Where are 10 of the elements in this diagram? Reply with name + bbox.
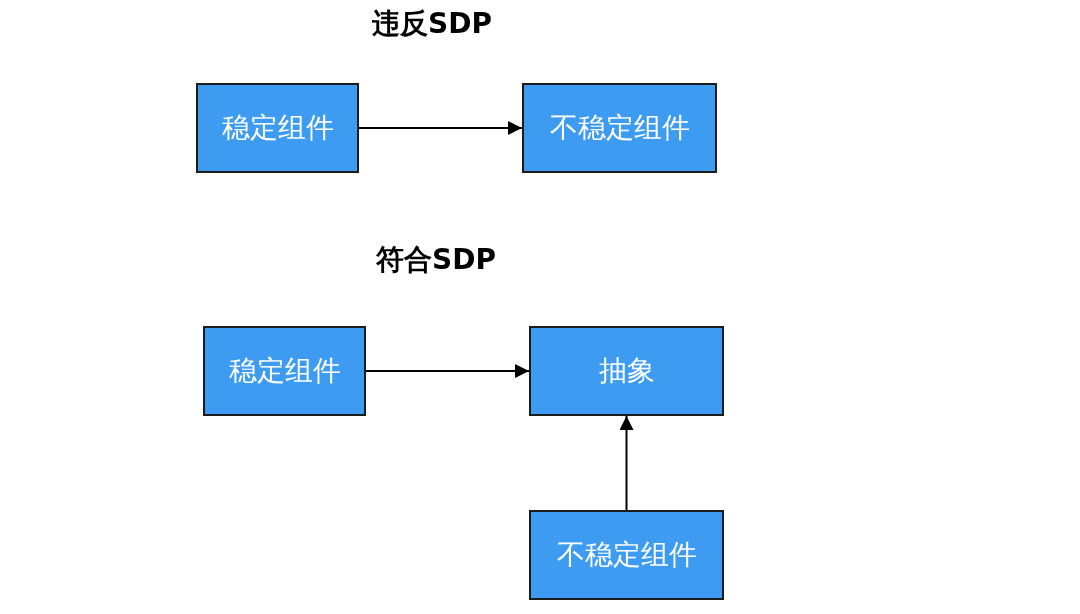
component-box: 稳定组件 [196,83,359,173]
component-box: 不稳定组件 [522,83,717,173]
component-box: 稳定组件 [203,326,366,416]
component-box: 抽象 [529,326,724,416]
arrow [358,121,523,135]
component-box: 不稳定组件 [529,510,724,600]
arrow [365,364,530,378]
section-heading: 符合SDP [376,242,496,278]
arrow [619,415,634,511]
section-heading: 违反SDP [372,6,492,42]
